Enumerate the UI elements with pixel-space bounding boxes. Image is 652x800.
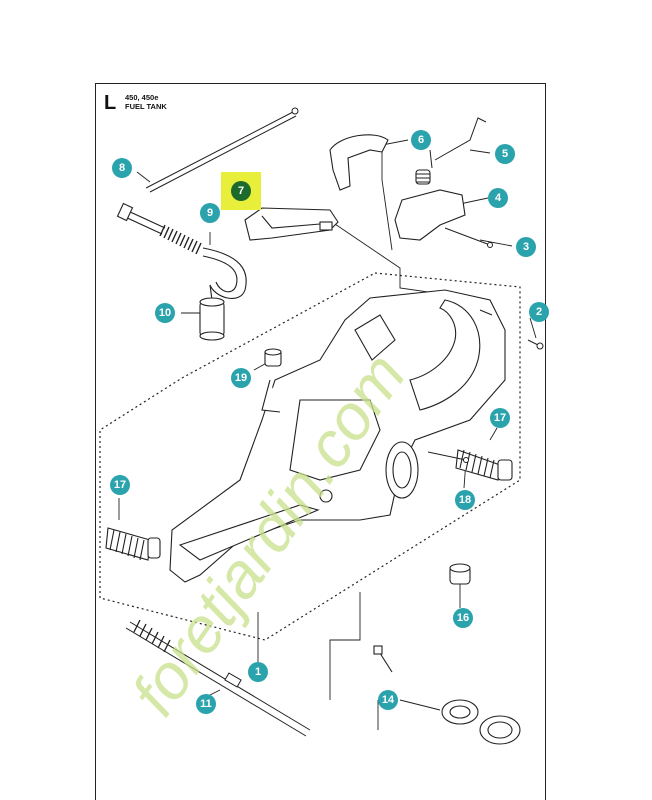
callout-highlight: 7 [221,172,261,210]
callout-17-left[interactable]: 17 [110,475,130,495]
part-screw-2 [527,339,544,350]
part-tank-piece-7 [244,207,339,241]
part-av-spring-17b [105,527,161,561]
callout-18[interactable]: 18 [455,490,475,510]
callout-7[interactable]: 7 [231,181,251,201]
callout-11[interactable]: 11 [196,694,216,714]
callout-14[interactable]: 14 [378,690,398,710]
part-spring-wire-5 [429,117,487,169]
callout-2[interactable]: 2 [529,302,549,322]
part-pin-18 [427,451,469,463]
part-buffer-16 [449,563,471,585]
section-title: FUEL TANK [125,102,167,111]
part-rod-11 [125,619,311,737]
callout-8[interactable]: 8 [112,158,132,178]
callout-1[interactable]: 1 [248,662,268,682]
part-fuel-tank-1 [169,289,506,583]
part-pin-3 [444,227,493,248]
callout-19[interactable]: 19 [231,368,251,388]
part-throttle-lock-6 [329,134,389,191]
diagram-frame [95,83,546,800]
callout-6[interactable]: 6 [411,130,431,150]
part-throttle-trigger-4 [394,169,466,241]
part-fuel-line-8 [145,107,299,193]
part-fuel-hose-9 [116,202,247,299]
part-cap-14 [373,645,521,745]
part-fuel-filter-10 [199,284,225,341]
part-av-spring-17a [455,449,513,481]
callout-16[interactable]: 16 [453,608,473,628]
callout-17-right[interactable]: 17 [490,408,510,428]
section-letter: L [104,92,117,114]
callout-3[interactable]: 3 [516,237,536,257]
callout-10[interactable]: 10 [155,303,175,323]
callout-4[interactable]: 4 [488,188,508,208]
callout-5[interactable]: 5 [495,144,515,164]
callout-9[interactable]: 9 [200,203,220,223]
part-bushing-19 [264,348,282,367]
section-models: 450, 450e [125,93,159,102]
